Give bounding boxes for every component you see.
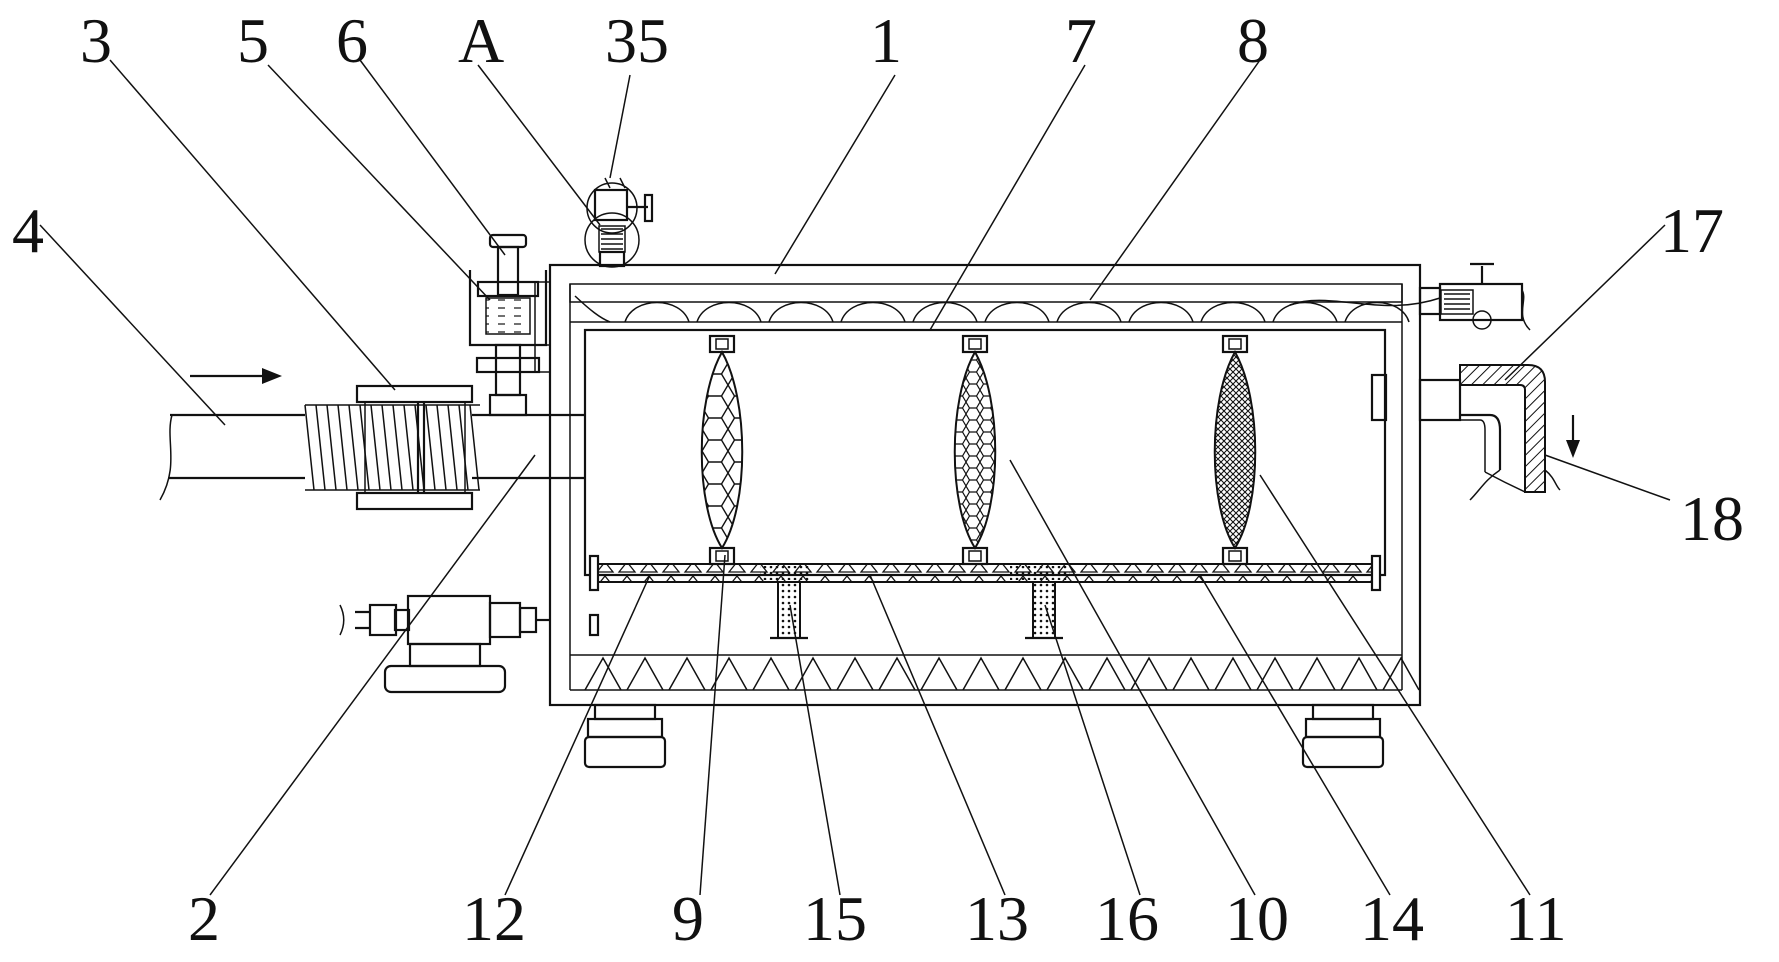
support-column-16: [1025, 581, 1063, 640]
label-5: 5: [237, 5, 269, 76]
filter-screen-9: [700, 334, 744, 566]
label-9: 9: [672, 883, 704, 954]
leader-lines: [39, 59, 1671, 896]
label-A: A: [458, 5, 504, 76]
label-18: 18: [1680, 483, 1744, 554]
label-16: 16: [1095, 883, 1159, 954]
filter-screen-11: [1213, 334, 1257, 566]
label-15: 15: [803, 883, 867, 954]
reference-labels: 3 5 6 A 35 1 7 8 4 17 18 2 12 9 15 13 16…: [12, 5, 1744, 954]
support-foot-left: [583, 703, 667, 769]
connecting-pipe: [472, 413, 586, 480]
label-2: 2: [188, 883, 220, 954]
label-7: 7: [1065, 5, 1097, 76]
outlet-elbow: [1370, 364, 1580, 501]
dosing-device: [468, 233, 551, 417]
label-11: 11: [1505, 883, 1567, 954]
sediment-plate: [588, 554, 1382, 637]
support-foot-right: [1301, 703, 1385, 769]
label-6: 6: [336, 5, 368, 76]
pump: [339, 594, 550, 694]
label-14: 14: [1360, 883, 1424, 954]
side-outlet-valve: [1289, 262, 1531, 331]
bellows-coupling: [304, 384, 480, 511]
housing: [548, 263, 1422, 707]
label-10: 10: [1225, 883, 1289, 954]
label-13: 13: [965, 883, 1029, 954]
label-12: 12: [462, 883, 526, 954]
top-valve: [584, 177, 654, 268]
inlet-pipe: [159, 368, 305, 501]
label-17: 17: [1660, 195, 1724, 266]
label-35: 35: [605, 5, 669, 76]
label-4: 4: [12, 195, 44, 266]
label-1: 1: [870, 5, 902, 76]
support-column-15: [770, 581, 808, 640]
label-3: 3: [80, 5, 112, 76]
label-8: 8: [1237, 5, 1269, 76]
filter-screen-10: [953, 334, 997, 566]
